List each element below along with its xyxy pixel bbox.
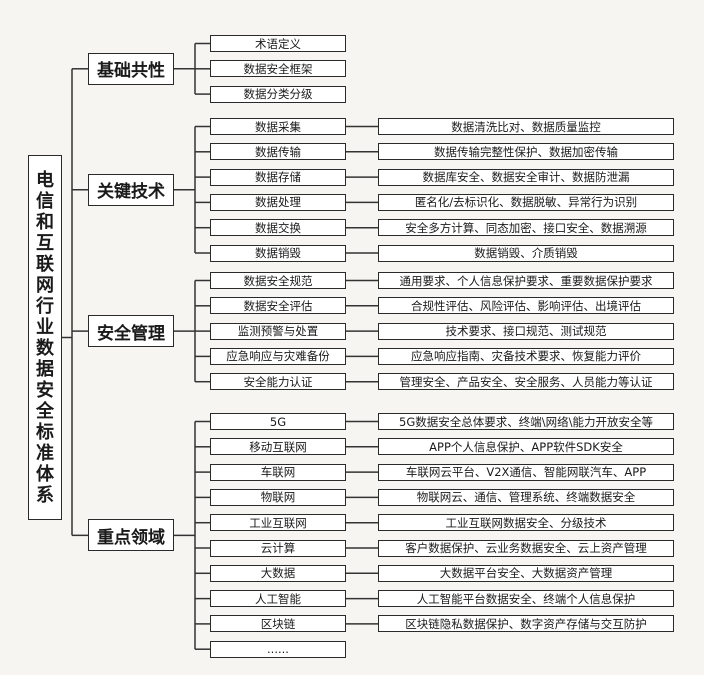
sub-node: 数据交换 [210,219,346,237]
detail-node: 客户数据保护、云业务数据安全、云上资产管理 [378,539,674,557]
sub-node: 数据销毁 [210,244,346,262]
sub-node: 车联网 [210,463,346,481]
sub-node: 工业互联网 [210,514,346,532]
detail-node: 数据清洗比对、数据质量监控 [378,118,674,135]
detail-node: 管理安全、产品安全、安全服务、人员能力等认证 [378,373,674,391]
sub-node: 云计算 [210,539,346,557]
category-node-security-mgmt: 安全管理 [88,315,174,348]
detail-node: 车联网云平台、V2X通信、智能网联汽车、APP [378,463,674,481]
sub-node: 数据存储 [210,168,346,186]
detail-node: 应急响应指南、灾备技术要求、恢复能力评价 [378,347,674,365]
detail-node: 人工智能平台数据安全、终端个人信息保护 [378,590,674,608]
detail-node: 通用要求、个人信息保护要求、重要数据保护要求 [378,272,674,289]
detail-node: 大数据平台安全、大数据资产管理 [378,564,674,582]
detail-node: 区块链隐私数据保护、数字资产存储与交互防护 [378,615,674,633]
sub-node: 监测预警与处置 [210,322,346,340]
category-node-key-tech: 关键技术 [88,173,174,206]
sub-node: 移动互联网 [210,438,346,456]
detail-node: 5G数据安全总体要求、终端\网络\能力开放安全等 [378,413,674,430]
sub-node: 人工智能 [210,590,346,608]
detail-node: 匿名化/去标识化、数据脱敏、异常行为识别 [378,193,674,211]
category-node-key-domains: 重点领域 [88,519,174,552]
sub-node: 5G [210,413,346,430]
detail-node: 数据库安全、数据安全审计、数据防泄漏 [378,168,674,186]
sub-node: 数据分类分级 [210,85,346,103]
sub-node: 数据采集 [210,118,346,135]
detail-node: 合规性评估、风险评估、影响评估、出境评估 [378,297,674,315]
root-node: 电信和互联网行业数据安全标准体系 [28,155,62,520]
sub-node: 安全能力认证 [210,373,346,391]
sub-node: 大数据 [210,564,346,582]
detail-node: 工业互联网数据安全、分级技术 [378,514,674,532]
sub-node-more: ...... [210,640,346,658]
detail-node: 技术要求、接口规范、测试规范 [378,322,674,340]
sub-node: 数据安全评估 [210,297,346,315]
detail-node: 数据传输完整性保护、数据加密传输 [378,143,674,161]
detail-node: APP个人信息保护、APP软件SDK安全 [378,438,674,456]
category-node-basic: 基础共性 [88,52,174,85]
sub-node: 物联网 [210,488,346,506]
detail-node: 物联网云、通信、管理系统、终端数据安全 [378,488,674,506]
sub-node: 区块链 [210,615,346,633]
sub-node: 数据安全规范 [210,272,346,289]
detail-node: 安全多方计算、同态加密、接口安全、数据溯源 [378,219,674,237]
sub-node: 应急响应与灾难备份 [210,347,346,365]
sub-node: 数据传输 [210,143,346,161]
sub-node: 数据处理 [210,193,346,211]
sub-node: 术语定义 [210,35,346,52]
sub-node: 数据安全框架 [210,60,346,78]
detail-node: 数据销毁、介质销毁 [378,244,674,262]
